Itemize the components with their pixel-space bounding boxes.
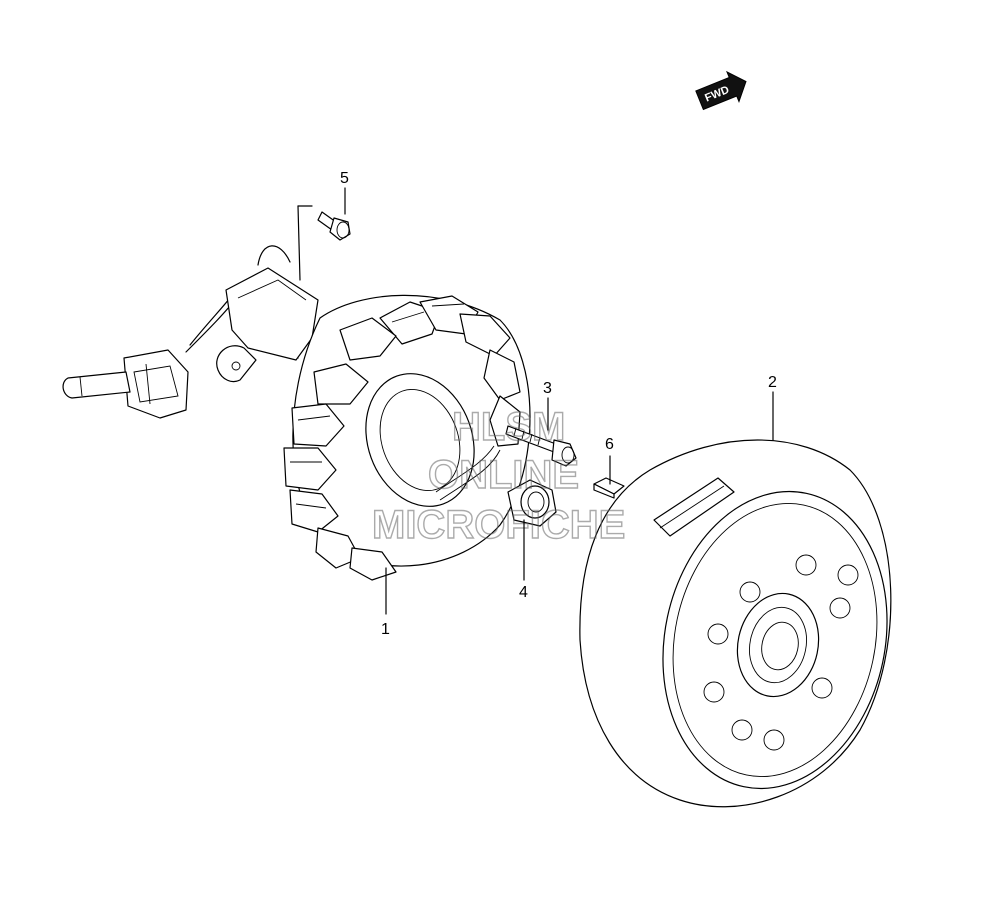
nut-part (507, 479, 557, 527)
screw-part (297, 205, 351, 281)
fwd-arrow-icon: FWD (695, 70, 747, 111)
callout-label-6: 6 (605, 436, 614, 453)
callout-leaders (344, 187, 774, 615)
watermark-line-2: ONLINE (428, 453, 579, 497)
bolt-part (505, 425, 577, 467)
callout-label-4: 4 (519, 584, 528, 601)
callout-label-2: 2 (768, 374, 777, 391)
key-part (593, 477, 625, 499)
stator-assembly (62, 245, 531, 581)
watermark: HLSM ONLINE MICROFICHE (371, 404, 626, 547)
callout-label-1: 1 (381, 621, 390, 638)
watermark-line-3: MICROFICHE (372, 503, 625, 547)
watermark-line-1: HLSM (452, 405, 565, 449)
rotor-flywheel (579, 439, 892, 808)
callout-label-3: 3 (543, 380, 552, 397)
callout-label-5: 5 (340, 170, 349, 187)
